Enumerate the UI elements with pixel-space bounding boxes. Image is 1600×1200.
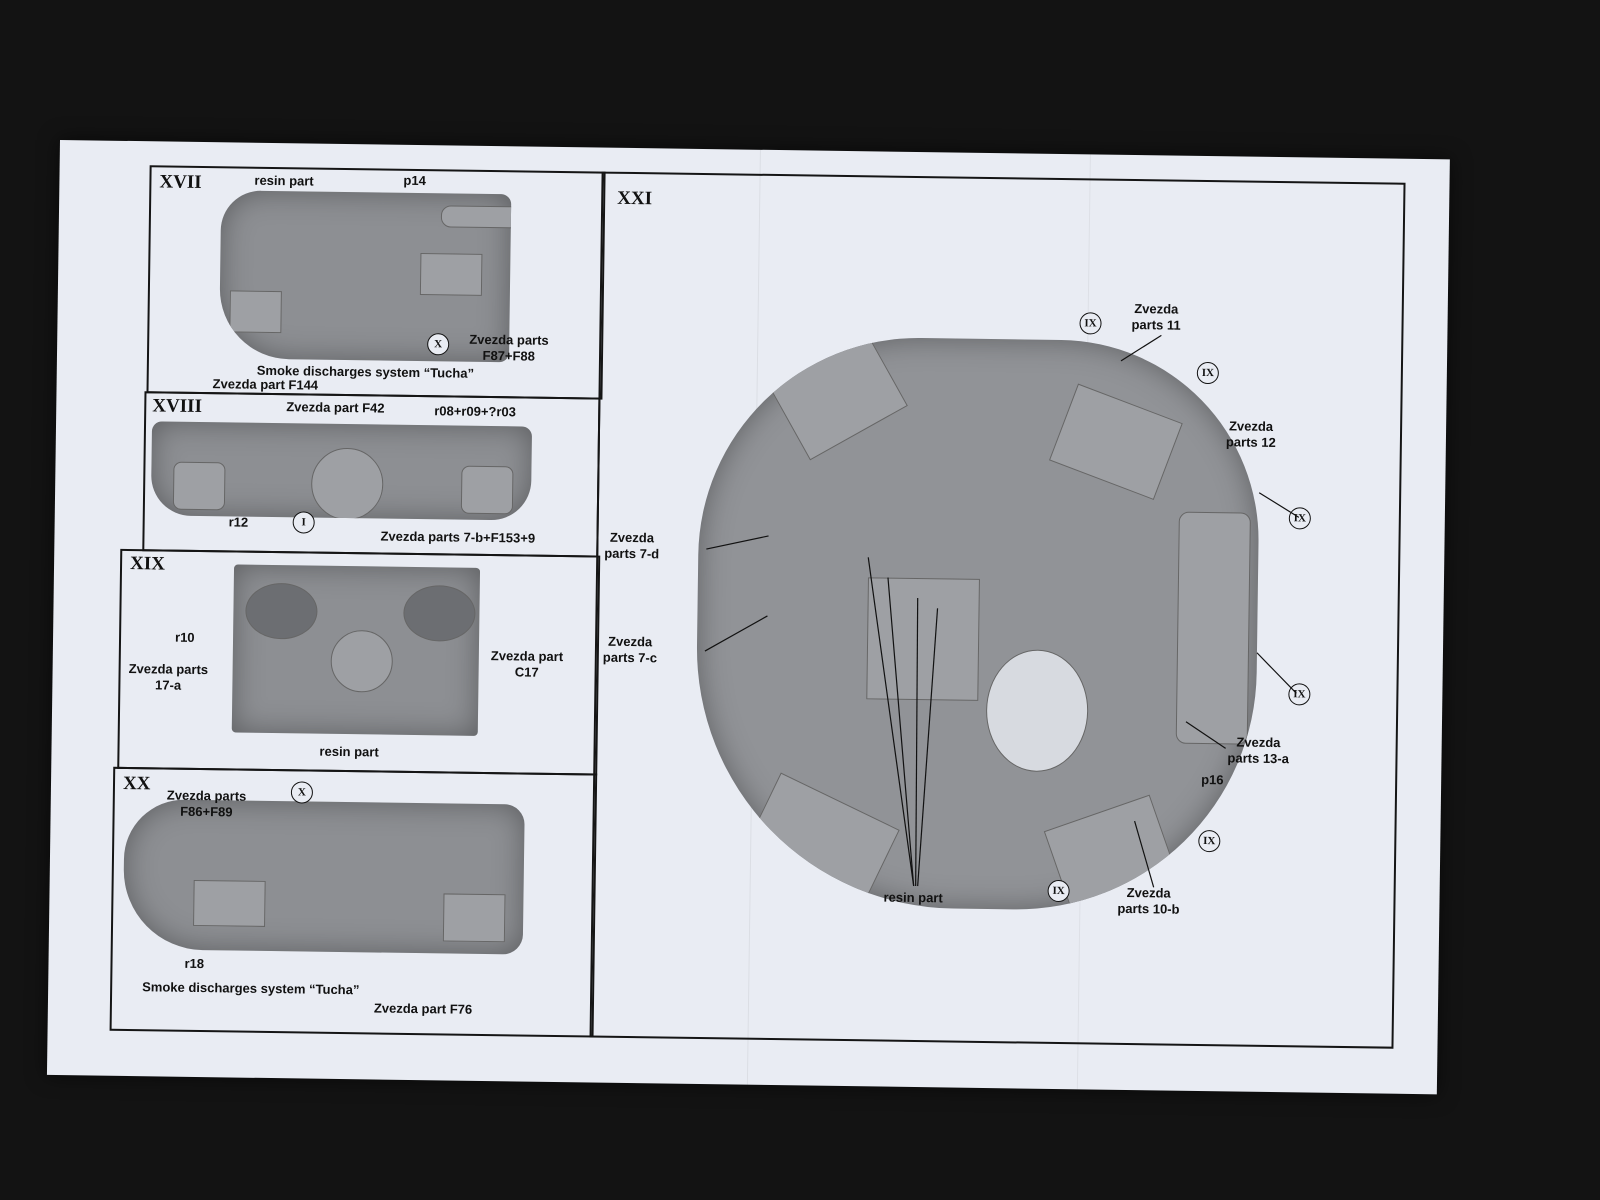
callout-ix-circle: IX [1197,362,1219,384]
resin-part-label: resin part [883,890,942,907]
armor-blocks [866,577,980,701]
panel-numeral: XVIII [152,395,202,418]
center-disk [330,630,393,693]
callout-i-circle: I [293,511,315,533]
panel-numeral: XIX [130,553,165,575]
side-panel [1176,512,1251,745]
gun-barrel [441,205,511,228]
sight-right [461,466,514,515]
turret-side-photo [123,799,525,955]
hatch-ring [985,649,1089,772]
callout-ix-circle: IX [1079,312,1101,334]
r12-label: r12 [229,514,249,530]
p16-label: p16 [1201,772,1224,788]
callout-ix-circle: IX [1288,683,1310,705]
resin-part-label: resin part [254,173,313,190]
callout-ix-circle: IX [1198,830,1220,852]
turret-overhead-photo [693,335,1261,913]
callout-ix-circle: IX [1289,507,1311,529]
gun-mantlet [311,448,384,521]
turret-top-photo [232,564,480,735]
stowage-box [420,253,483,296]
panel-numeral: XX [123,773,151,795]
stowage-box [1049,384,1183,500]
smoke-launchers [443,893,506,942]
turret-rear-photo [219,190,511,362]
resin-part-label: resin part [319,744,378,761]
f76-label: Zvezda part F76 [374,1000,472,1017]
hatch-left [245,583,318,640]
r18-label: r18 [184,956,204,972]
panel-xviii: XVIII Zvezda part F42 r08+r09+?r03 r12 I… [142,391,600,557]
f144-label: Zvezda part F144 [212,376,318,393]
f42-label: Zvezda part F42 [286,399,384,416]
smoke-system-label: Smoke discharges system “Tucha” [142,979,359,998]
stowage-box [193,880,266,927]
p14-label: p14 [403,173,426,189]
callout-x-circle: X [291,781,313,803]
r10-label: r10 [175,630,195,646]
stowage-box [765,335,908,460]
smoke-launchers [229,290,282,333]
sight-left [173,462,226,511]
parts-7b-label: Zvezda parts 7-b+F153+9 [380,529,535,547]
hatch-right [403,585,476,642]
panel-numeral: XXI [617,188,652,210]
r08-label: r08+r09+?r03 [434,403,516,420]
stowage-box [741,773,900,913]
turret-front-photo [151,421,532,520]
panel-numeral: XVII [159,171,202,194]
